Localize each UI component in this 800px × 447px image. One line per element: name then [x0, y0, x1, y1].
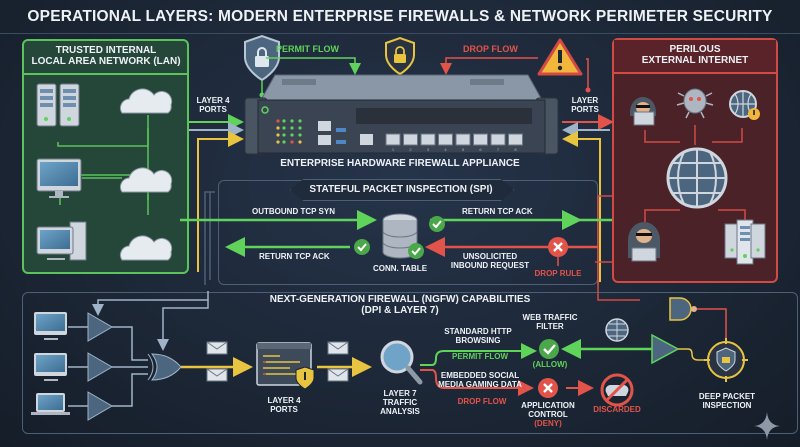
server-rack-icon: [724, 219, 766, 265]
warning-triangle-icon: [537, 38, 583, 76]
desktop-pc-icon: [36, 221, 87, 261]
desktop-monitor-icon: [34, 312, 67, 340]
ethernet-port-6: 6: [473, 133, 488, 152]
spi-title-tab: [290, 179, 514, 201]
port-number-label: 2: [409, 147, 412, 152]
permit-flow-label: PERMIT FLOW: [276, 44, 339, 54]
xor-gate-icon: [147, 353, 182, 381]
globe-icon: [666, 147, 728, 209]
and-gate-icon: [669, 297, 697, 321]
browser-window-icon: [256, 342, 315, 390]
port-number-label: 6: [479, 147, 482, 152]
outbound-tcp-syn-label: OUTBOUND TCP SYN: [252, 207, 335, 216]
status-leds: [276, 119, 302, 144]
conn-table-label: CONN. TABLE: [372, 264, 428, 273]
hacker-icon: [628, 222, 660, 262]
deny-x-icon: [538, 378, 558, 398]
return-tcp-ack-right-label: RETURN TCP ACK: [462, 207, 533, 216]
ethernet-port-5: 5: [455, 133, 471, 152]
buffer-gate-icon: [87, 391, 113, 421]
magnifier-icon: [380, 340, 423, 385]
malware-bug-icon: [676, 88, 714, 119]
allow-label: (ALLOW): [532, 360, 568, 369]
port-number-label: 3: [427, 147, 430, 152]
discarded-label: DISCARDED: [593, 405, 641, 414]
port-mgmt: [360, 134, 373, 145]
deny-x-icon: [548, 237, 568, 257]
ngfw-permit-flow-label: PERMIT FLOW: [452, 352, 508, 361]
ethernet-port-1: 1: [385, 133, 401, 152]
ethernet-port-2: 2: [403, 133, 418, 152]
deny-label: (DENY): [534, 419, 562, 428]
port-number-label: 7: [497, 147, 500, 152]
check-icon: [354, 239, 370, 255]
gold-shield-lock-icon: [385, 36, 415, 76]
check-icon: [408, 243, 424, 259]
page-title: OPERATIONAL LAYERS: MODERN ENTERPRISE FI…: [27, 8, 773, 25]
port-number-label: 5: [462, 147, 465, 152]
desktop-monitor-icon: [36, 158, 82, 198]
ngfw-title: NEXT-GENERATION FIREWALL (NGFW) CAPABILI…: [269, 294, 531, 317]
gaming-blocked-icon: [600, 373, 634, 407]
cloud-icon: [119, 88, 173, 114]
server-rack-icon: [36, 83, 80, 127]
globe-warning-icon: [729, 90, 760, 120]
firewall-appliance-label: ENTERPRISE HARDWARE FIREWALL APPLIANCE: [280, 158, 520, 169]
port-number-label: 4: [444, 147, 447, 152]
ngfw-wiring: [68, 291, 209, 407]
drop-flow-label: DROP FLOW: [463, 44, 518, 54]
title-divider: [0, 33, 800, 34]
ngfw-drop-flow-label: DROP FLOW: [457, 397, 507, 406]
port-number-label: 1: [392, 147, 395, 152]
ethernet-port-8: 8: [508, 133, 523, 152]
spi-title: STATEFUL PACKET INSPECTION (SPI): [309, 184, 493, 195]
laptop-icon: [31, 393, 70, 415]
envelope-icon: [206, 341, 228, 355]
cloud-icon: [119, 167, 173, 193]
globe-icon: [605, 318, 629, 342]
desktop-monitor-icon: [34, 353, 67, 381]
check-icon: [429, 216, 445, 232]
ethernet-port-3: 3: [420, 133, 436, 152]
shield-lock-icon: [244, 34, 280, 82]
sparkle-icon: [754, 412, 780, 440]
internet-wiring: [644, 125, 746, 222]
buffer-gate-icon: [87, 352, 113, 382]
ethernet-port-4: 4: [438, 133, 453, 152]
envelope-icon: [206, 368, 228, 382]
power-icon: [261, 106, 269, 114]
return-tcp-ack-left-label: RETURN TCP ACK: [259, 252, 330, 261]
envelope-icon: [327, 341, 349, 355]
ngfw-section: [22, 292, 798, 434]
buffer-gate-icon: [651, 333, 680, 365]
ethernet-port-7: 7: [490, 133, 506, 152]
drop-rule-label: DROP RULE: [534, 269, 582, 278]
lan-layer4-arrows: [189, 114, 244, 272]
port-number-label: 8: [514, 147, 517, 152]
hacker-icon: [630, 97, 656, 126]
dpi-shield-icon: [704, 338, 748, 382]
check-icon: [539, 339, 559, 359]
envelope-icon: [327, 368, 349, 382]
buffer-gate-icon: [87, 312, 113, 342]
internet-layer4-arrows: [562, 114, 614, 282]
cloud-icon: [119, 235, 173, 261]
